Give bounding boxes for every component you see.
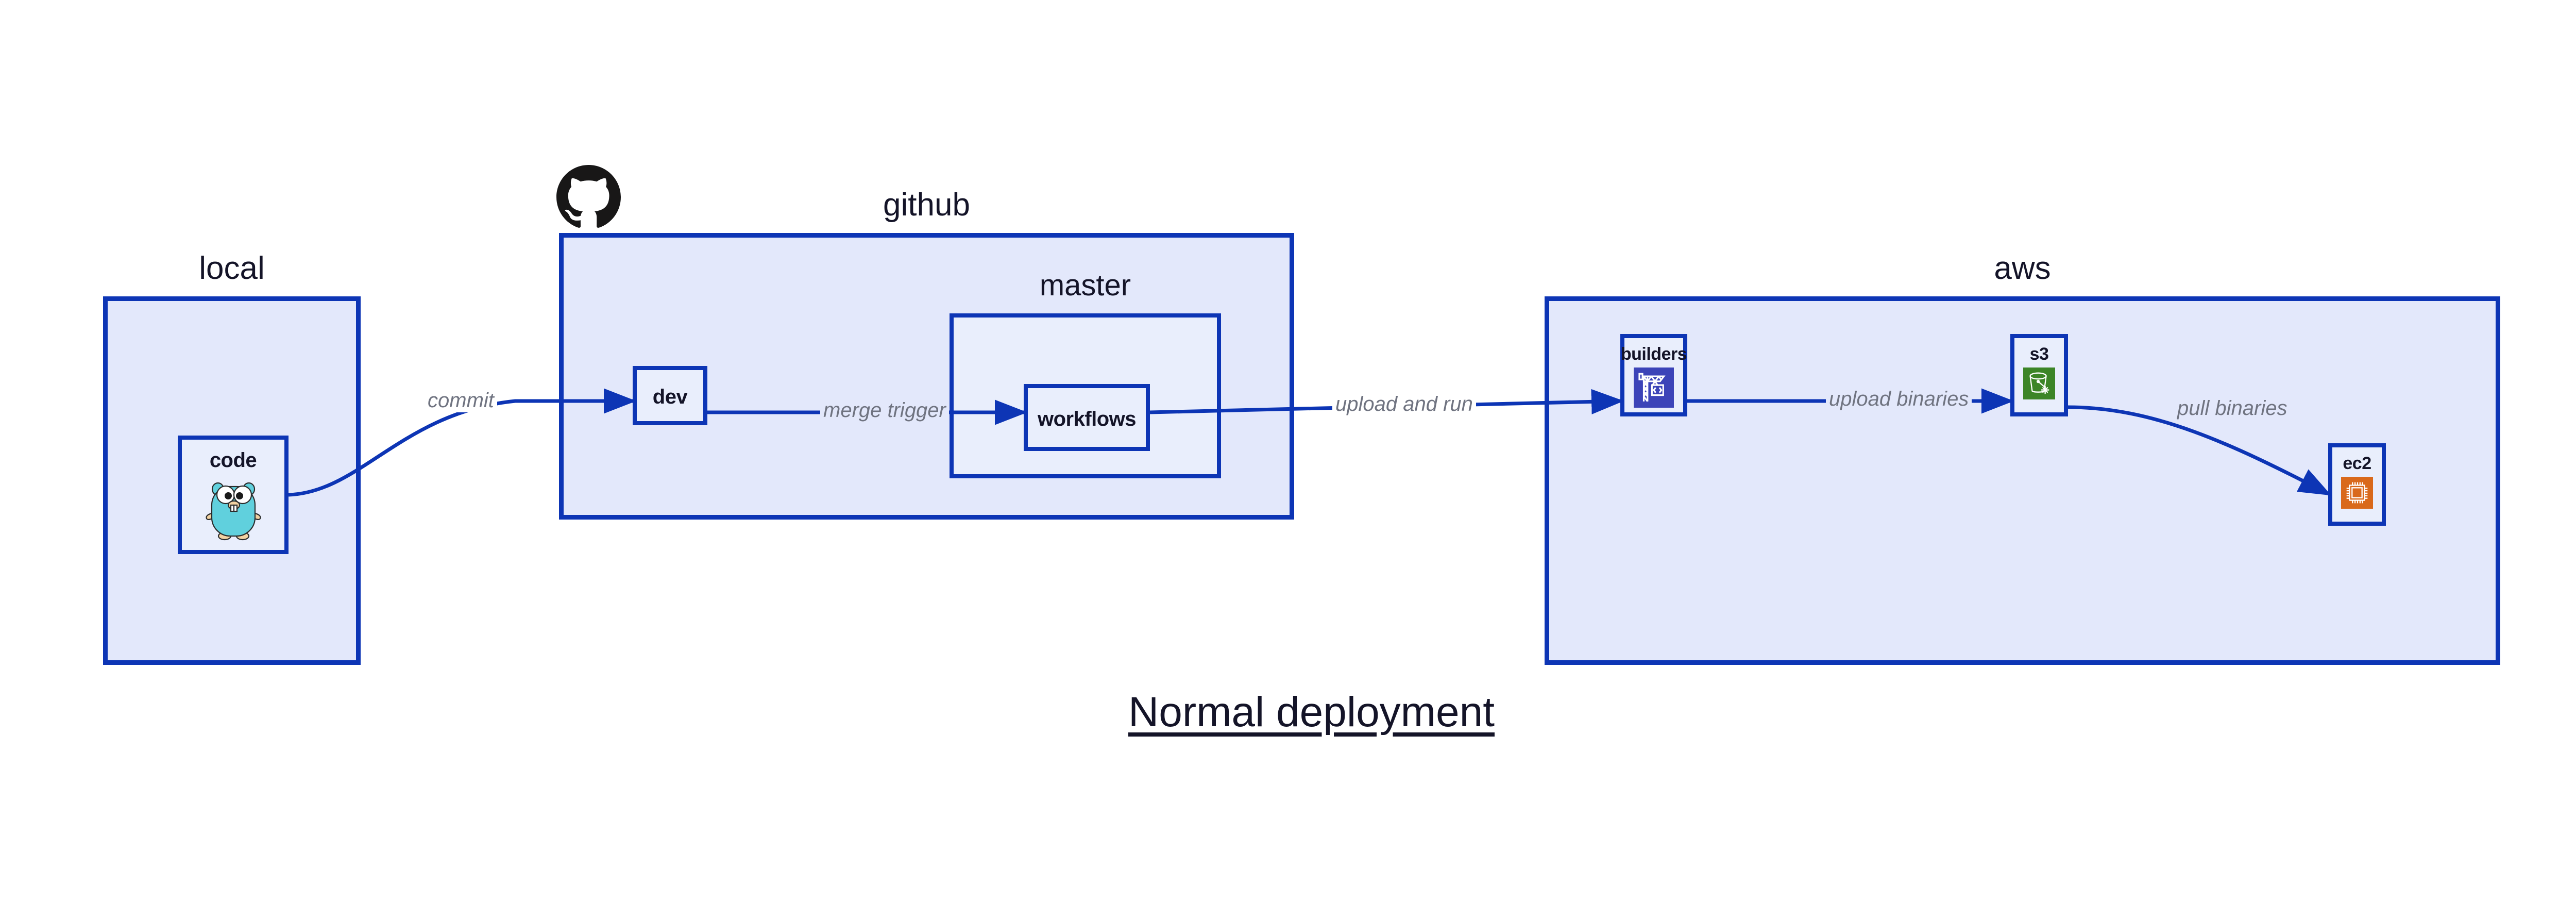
node-label-workflows: workflows xyxy=(1037,408,1137,430)
node-dev[interactable]: dev xyxy=(633,366,707,425)
edge-label-merge-trigger: merge trigger xyxy=(820,399,949,422)
node-label-s3: s3 xyxy=(2029,344,2049,364)
node-code[interactable]: code xyxy=(178,436,289,554)
group-label-local: local xyxy=(199,250,265,286)
diagram-title: Normal deployment xyxy=(1128,689,1495,736)
node-label-dev: dev xyxy=(652,386,688,408)
node-s3[interactable]: s3 xyxy=(2010,334,2068,416)
node-label-code: code xyxy=(209,449,257,472)
node-ec2[interactable]: ec2 xyxy=(2328,443,2386,526)
edge-label-pull-binaries: pull binaries xyxy=(2174,397,2291,420)
aws-s3-glacier-bucket-icon xyxy=(2023,368,2055,399)
go-gopher-icon xyxy=(205,482,261,541)
node-workflows[interactable]: workflows xyxy=(1024,384,1150,451)
edge-label-upload-binaries: upload binaries xyxy=(1826,388,1972,411)
aws-codebuild-crane-icon xyxy=(1634,368,1674,408)
edge-label-upload-and-run: upload and run xyxy=(1332,393,1476,416)
group-label-aws: aws xyxy=(1994,250,2051,286)
edge-label-commit: commit xyxy=(425,389,497,412)
node-label-ec2: ec2 xyxy=(2343,454,2371,473)
github-mark-icon xyxy=(556,165,621,228)
node-label-builders: builders xyxy=(1620,344,1687,364)
aws-ec2-cpu-chip-icon xyxy=(2341,477,2373,509)
subgroup-label-master: master xyxy=(1039,269,1131,302)
group-label-github: github xyxy=(883,187,970,223)
node-builders[interactable]: builders xyxy=(1620,334,1687,416)
